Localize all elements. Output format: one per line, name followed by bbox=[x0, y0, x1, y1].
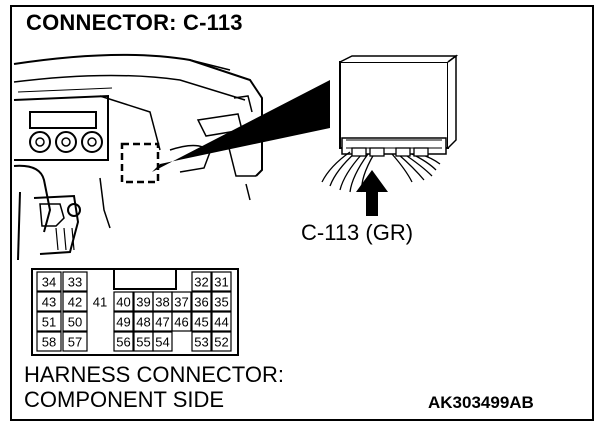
pin-number: 58 bbox=[42, 335, 56, 350]
pin-number: 37 bbox=[174, 295, 188, 310]
pin-cell bbox=[211, 291, 232, 312]
pin-number: 49 bbox=[116, 315, 130, 330]
pin-number: 38 bbox=[155, 295, 169, 310]
module-illustration bbox=[339, 54, 459, 155]
pin-number: 57 bbox=[68, 335, 82, 350]
pin-number: 42 bbox=[68, 295, 82, 310]
pin-number: 55 bbox=[136, 335, 150, 350]
pin-number: 47 bbox=[155, 315, 169, 330]
leader-wedge bbox=[152, 80, 330, 172]
pin-cell bbox=[152, 331, 173, 352]
pin-number: 53 bbox=[194, 335, 208, 350]
pin-cell bbox=[191, 331, 212, 352]
pin-number: 51 bbox=[42, 315, 56, 330]
pin-cell bbox=[171, 311, 192, 332]
pin-cell bbox=[113, 331, 134, 352]
wiring-harness bbox=[321, 147, 441, 193]
pin-cell bbox=[36, 311, 62, 332]
harness-caption-line1: HARNESS CONNECTOR: bbox=[24, 362, 284, 387]
pin-cell bbox=[211, 271, 232, 292]
pin-number: 39 bbox=[136, 295, 150, 310]
pin-cell bbox=[211, 331, 232, 352]
pin-number: 54 bbox=[155, 335, 169, 350]
pin-number: 52 bbox=[214, 335, 228, 350]
figure-code: AK303499AB bbox=[428, 393, 534, 412]
pin-cell bbox=[62, 331, 88, 352]
pin-number: 43 bbox=[42, 295, 56, 310]
pin-number: 41 bbox=[93, 295, 107, 310]
pin-cell bbox=[113, 311, 134, 332]
pin-number: 34 bbox=[42, 275, 56, 290]
pin-number: 36 bbox=[194, 295, 208, 310]
pin-cell bbox=[211, 311, 232, 332]
diagram-title: CONNECTOR: C-113 bbox=[26, 10, 243, 35]
pin-number: 56 bbox=[116, 335, 130, 350]
pin-number: 48 bbox=[136, 315, 150, 330]
connector-callout-label: C-113 (GR) bbox=[301, 220, 414, 245]
pin-cell bbox=[62, 291, 88, 312]
pin-cell bbox=[191, 271, 212, 292]
pin-cell bbox=[113, 291, 134, 312]
pin-cell bbox=[62, 311, 88, 332]
pin-number: 31 bbox=[214, 275, 228, 290]
pin-number: 40 bbox=[116, 295, 130, 310]
pin-number: 33 bbox=[68, 275, 82, 290]
pin-cell bbox=[36, 291, 62, 312]
pin-cell bbox=[36, 271, 62, 292]
pin-number: 32 bbox=[194, 275, 208, 290]
connector-location-marker bbox=[120, 142, 160, 184]
pin-cell bbox=[36, 331, 62, 352]
pin-number: 46 bbox=[174, 315, 188, 330]
diagram-frame bbox=[10, 5, 594, 421]
pin-number: 50 bbox=[68, 315, 82, 330]
pin-number: 45 bbox=[194, 315, 208, 330]
pin-cell bbox=[171, 291, 192, 312]
pin-cell bbox=[62, 271, 88, 292]
pin-number: 35 bbox=[214, 295, 228, 310]
pin-number: 44 bbox=[214, 315, 228, 330]
pin-cell bbox=[191, 291, 212, 312]
connector-face: 34 33 32 31 43 42 41 40 39 38 37 36 35 51 50 49 48 47 46 45… bbox=[31, 268, 239, 356]
pin-cell bbox=[191, 311, 212, 332]
dashboard-illustration bbox=[13, 53, 263, 261]
harness-caption-line2: COMPONENT SIDE bbox=[24, 387, 225, 412]
arrow-up-icon bbox=[356, 170, 388, 216]
